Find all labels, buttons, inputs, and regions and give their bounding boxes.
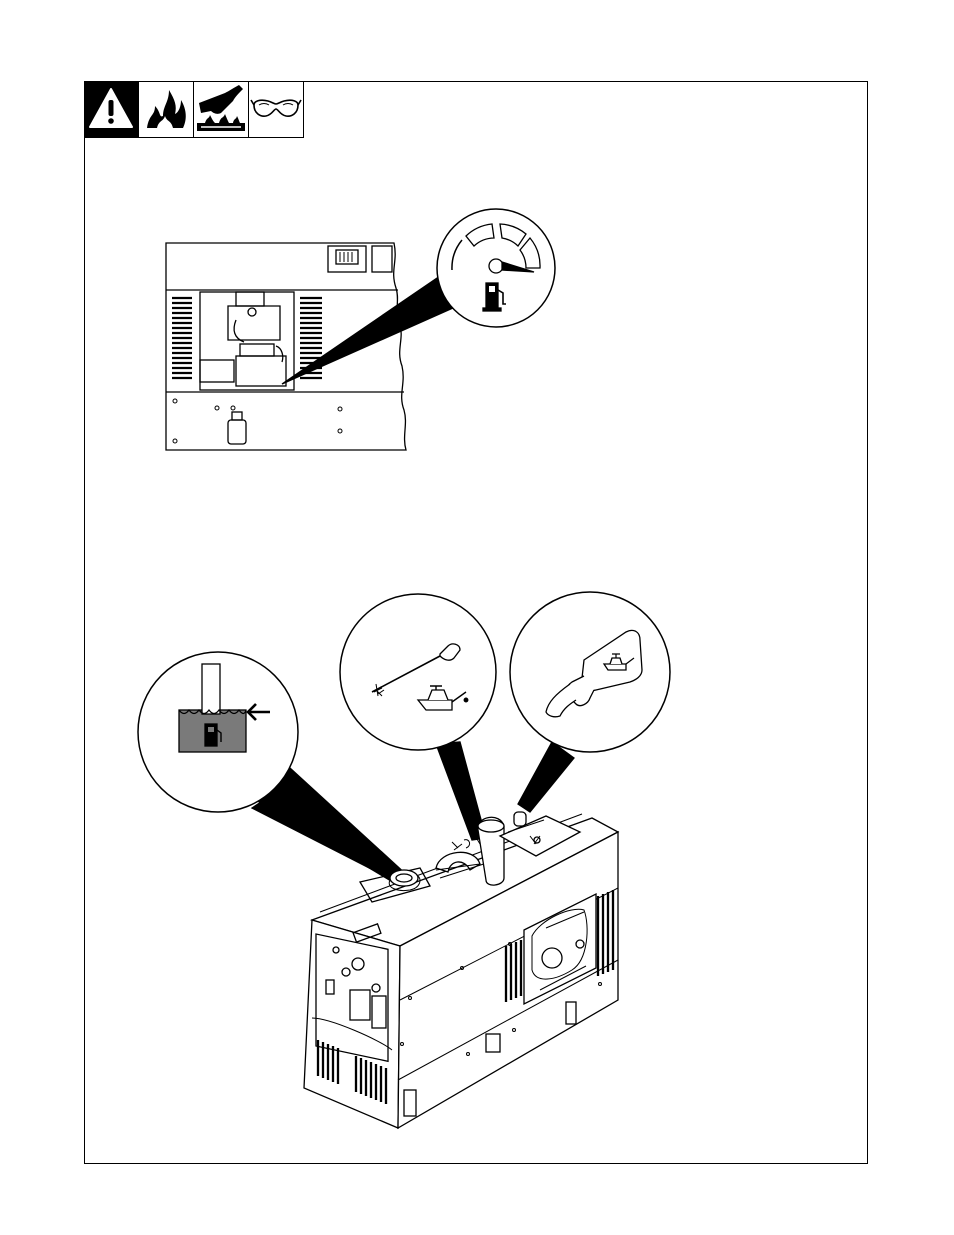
fuel-level-callout: [138, 652, 298, 812]
oil-dipstick-callout: [340, 594, 496, 750]
fuel-gauge-callout: [437, 209, 555, 327]
engine-welder-figure: [138, 592, 670, 1128]
fuel-gauge-figure: [166, 209, 555, 450]
oil-fill-callout: [510, 592, 670, 752]
